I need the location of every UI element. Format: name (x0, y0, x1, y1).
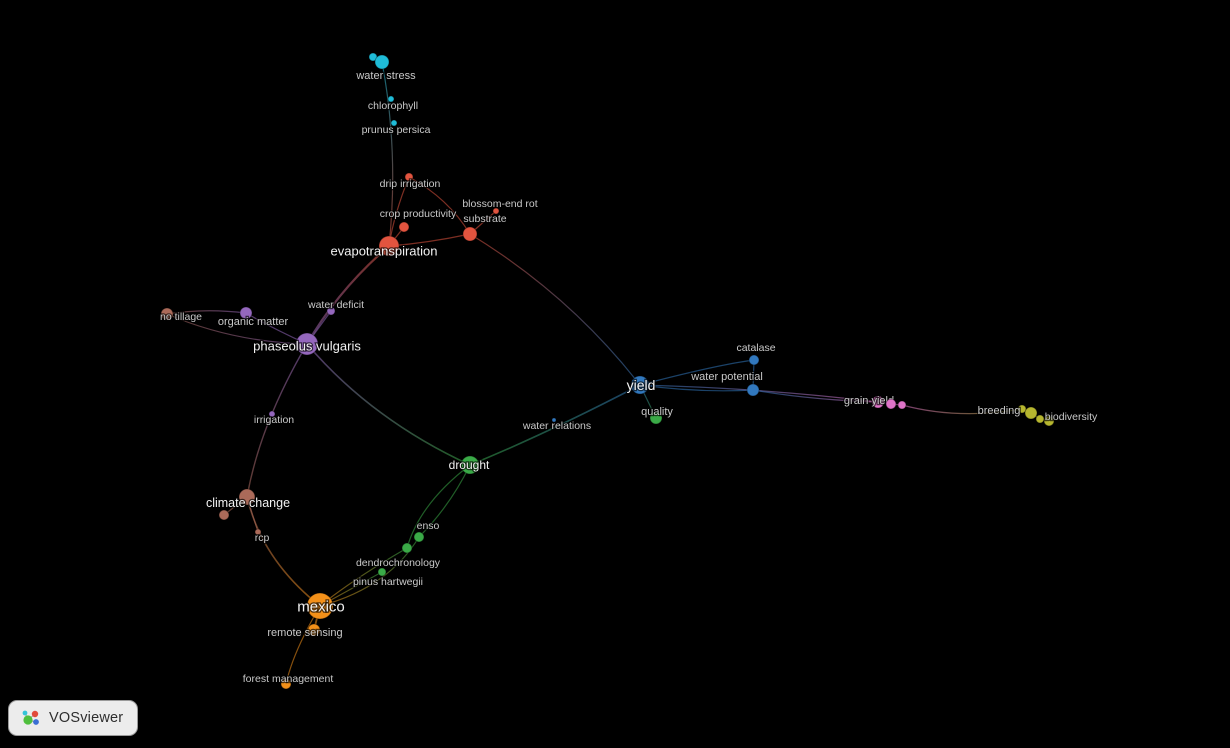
network-node-breeding[interactable]: breeding (976, 404, 1038, 420)
network-node-pinus-hartwegii[interactable]: pinus hartwegii (352, 567, 424, 589)
node-circle[interactable] (218, 509, 230, 521)
node-circle[interactable] (897, 400, 907, 410)
network-node-olive-3[interactable] (1035, 414, 1045, 424)
node-circle[interactable] (492, 207, 500, 215)
network-edge (246, 343, 308, 498)
node-circle[interactable] (374, 54, 390, 70)
vosviewer-logo-badge: VOSviewer (8, 700, 139, 736)
node-circle[interactable] (551, 417, 557, 423)
node-circle[interactable] (254, 528, 262, 536)
network-node-olive-2[interactable] (1017, 404, 1027, 414)
network-node-phaseolus-vulgaris[interactable]: phaseolus vulgaris (252, 332, 363, 356)
network-edge (305, 244, 391, 346)
node-circle[interactable] (1035, 414, 1045, 424)
network-node-drip-irrigation[interactable]: drip irrigation (378, 172, 442, 191)
network-edge (166, 310, 247, 315)
node-circle[interactable] (239, 306, 253, 320)
network-node-remote-sensing[interactable]: remote sensing (266, 623, 344, 640)
node-circle[interactable] (160, 307, 174, 321)
node-circle[interactable] (377, 567, 387, 577)
node-label: water potential (690, 371, 763, 383)
network-edge (306, 343, 471, 466)
network-node-pink-3[interactable] (897, 400, 907, 410)
node-circle[interactable] (746, 383, 760, 397)
network-node-brown-2[interactable] (218, 509, 230, 521)
node-circle[interactable] (280, 678, 292, 690)
network-node-pink-2[interactable] (885, 398, 897, 410)
network-edge (639, 359, 755, 386)
network-edge (381, 61, 394, 247)
node-circle[interactable] (387, 95, 395, 103)
node-circle[interactable] (649, 411, 663, 425)
node-label: organic matter (218, 316, 289, 328)
node-circle[interactable] (390, 119, 398, 127)
network-edge (166, 313, 308, 345)
network-node-chlorophyll[interactable]: chlorophyll (367, 95, 419, 113)
node-circle[interactable] (885, 398, 897, 410)
network-node-water-potential[interactable]: water potential (689, 370, 764, 397)
node-circle[interactable] (413, 531, 425, 543)
node-circle[interactable] (307, 623, 321, 637)
network-edge (469, 384, 641, 466)
node-circle[interactable] (630, 375, 650, 395)
node-circle[interactable] (871, 395, 885, 409)
network-edge (752, 389, 879, 403)
network-edge (639, 384, 754, 392)
node-circle[interactable] (1043, 415, 1055, 427)
network-node-water-relations[interactable]: water relations (521, 417, 592, 433)
node-circle[interactable] (368, 52, 378, 62)
node-circle[interactable] (326, 306, 336, 316)
node-circle[interactable] (748, 354, 760, 366)
node-label: catalase (736, 342, 775, 354)
node-circle[interactable] (268, 410, 276, 418)
network-node-water-stress[interactable]: water stress (354, 54, 417, 83)
network-edge (406, 464, 471, 549)
node-label: enso (417, 520, 440, 532)
node-circle[interactable] (295, 332, 319, 356)
node-label: blossom-end rot (462, 198, 537, 210)
network-node-evapotranspiration[interactable]: evapotranspiration (329, 235, 439, 260)
node-circle[interactable] (404, 172, 414, 182)
network-edge (418, 464, 471, 538)
network-edge (901, 404, 1023, 415)
network-node-dendrochronology[interactable]: dendrochronology (355, 542, 442, 570)
network-edge (319, 547, 408, 607)
network-node-no-tillage[interactable]: no tillage (159, 307, 203, 324)
network-edge (246, 496, 321, 607)
network-node-irrigation[interactable]: irrigation (253, 410, 296, 427)
node-label: breeding (978, 405, 1021, 417)
node-circle[interactable] (306, 592, 334, 620)
network-edge (469, 233, 641, 386)
node-circle[interactable] (462, 226, 478, 242)
node-circle[interactable] (1024, 406, 1038, 420)
network-node-prunus-persica[interactable]: prunus persica (360, 119, 432, 137)
node-circle[interactable] (1017, 404, 1027, 414)
vosviewer-logo-text: VOSviewer (49, 710, 124, 726)
node-circle[interactable] (378, 235, 400, 257)
node-label: substrate (463, 213, 506, 225)
node-circle[interactable] (238, 488, 256, 506)
network-node-quality[interactable]: quality (640, 405, 675, 425)
network-node-climate-change[interactable]: climate change (205, 488, 291, 511)
vosviewer-logo-icon (22, 710, 39, 725)
node-circle[interactable] (460, 455, 480, 475)
network-node-substrate[interactable]: substrate (462, 212, 508, 242)
network-node-cyan-2[interactable] (368, 52, 378, 62)
network-node-blossom-end-rot[interactable]: blossom-end rot (461, 197, 539, 215)
network-edge (388, 233, 471, 247)
network-edge (408, 176, 471, 235)
node-circle[interactable] (401, 542, 413, 554)
node-circle[interactable] (398, 221, 410, 233)
network-node-biodiversity[interactable]: biodiversity (1043, 410, 1099, 427)
